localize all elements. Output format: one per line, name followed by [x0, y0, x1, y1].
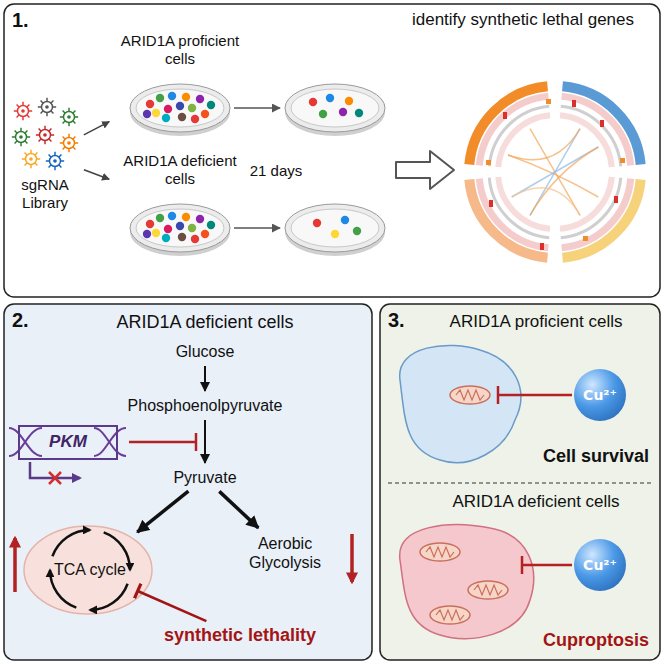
node-label: Cu²⁺ — [583, 387, 617, 404]
pathway-label: Aerobic Glycolysis — [232, 530, 338, 576]
copper-ion: Cu²⁺ — [574, 369, 626, 421]
arrow-connector — [204, 366, 206, 391]
plot-title: identify synthetic lethal genes — [390, 10, 656, 30]
dish-group: ARID1A proficient cells — [112, 30, 248, 140]
outcome-label: synthetic lethality — [150, 622, 330, 650]
node-label: PKM — [49, 432, 87, 452]
cell-band: ARID1A deficient cellsCuproptosis Cu²⁺ — [382, 486, 658, 658]
library-group: sgRNA Library — [8, 95, 82, 215]
node-label: synthetic lethality — [164, 625, 316, 647]
dish-heading: ARID1A proficient cells — [112, 32, 248, 68]
node-label: Pyruvate — [173, 468, 236, 487]
panel: 3.ARID1A proficient cellsCell survivalCu… — [380, 304, 660, 660]
outcome-label: Cell survival — [536, 446, 656, 468]
library-label: sgRNA Library — [8, 176, 82, 212]
panel-number: 1. — [12, 8, 42, 32]
tca-cycle: TCA cycle — [45, 530, 135, 610]
arrow-connector — [219, 491, 258, 528]
cell-band: ARID1A proficient cellsCell survival Cu²⁺ — [382, 306, 658, 480]
duration-label: 21 days — [249, 162, 303, 180]
node-label: Aerobic Glycolysis — [236, 534, 334, 572]
node-label: Glucose — [176, 342, 235, 361]
panel: 2. ARID1A deficient cellsGlucosePhosphoen… — [4, 304, 372, 660]
panel-number: 3. — [388, 308, 418, 332]
gene-box: PKM — [18, 425, 118, 460]
outcome-label: Cuproptosis — [536, 630, 656, 652]
arrow-connector — [137, 491, 188, 532]
node-label: Phosphoenolpyruvate — [128, 396, 283, 415]
circos-group: identify synthetic lethal genes — [390, 8, 656, 290]
panel-number: 2. — [12, 308, 42, 332]
arrow-connector — [84, 122, 110, 135]
metabolite: Glucose — [160, 340, 250, 364]
dish-group: ARID1A deficient cells — [112, 150, 248, 262]
arrow-connector — [84, 170, 109, 180]
inhibition-line — [138, 591, 207, 621]
panel: 1. sgRNA Library ARID1A proficient cellsAR… — [4, 4, 660, 297]
node-label: TCA cycle — [54, 560, 126, 579]
copper-ion: Cu²⁺ — [574, 539, 626, 591]
metabolite: Pyruvate — [165, 466, 245, 490]
panel-heading: ARID1A deficient cells — [60, 312, 350, 334]
node-label: Cu²⁺ — [583, 557, 617, 574]
dish-heading: ARID1A deficient cells — [112, 152, 248, 188]
metabolite: Phosphoenolpyruvate — [119, 394, 291, 418]
band-heading: ARID1A proficient cells — [420, 312, 652, 332]
arrow-connector — [204, 420, 206, 463]
band-heading: ARID1A deficient cells — [420, 492, 652, 512]
